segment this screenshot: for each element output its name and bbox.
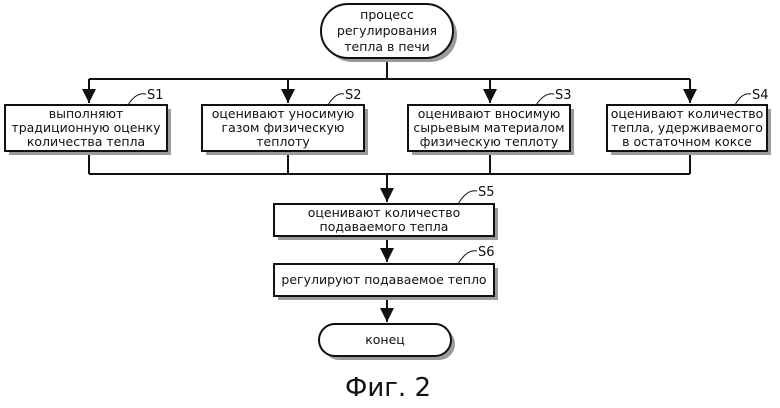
step-s2-line-2: газом физическую [222, 120, 345, 135]
step-s3-line-1: оценивают вносимую [418, 106, 560, 121]
step-s6-line-1: регулируют подаваемое тепло [281, 272, 486, 287]
step-s3-label: S3 [555, 88, 572, 103]
step-s2-line-1: оценивают уносимую [212, 106, 355, 121]
step-s5-label: S5 [478, 185, 495, 200]
step-s4-line-2: тепла, удерживаемого [611, 120, 763, 135]
step-s1-line-1: выполняют [49, 106, 124, 121]
step-s2-box: оценивают уносимую газом физическую тепл… [202, 88, 368, 155]
step-s5-line-1: оценивают количество [308, 205, 461, 220]
step-s6-label: S6 [478, 245, 495, 260]
step-s4-label: S4 [752, 88, 769, 103]
end-label: конец [365, 332, 405, 347]
start-line-3: тепла в печи [344, 39, 429, 54]
step-s4-line-1: оценивают количество [611, 106, 764, 121]
step-s1-line-2: традиционную оценку [11, 120, 161, 135]
start-line-1: процесс [360, 7, 414, 22]
step-s3-line-3: физическую теплоту [420, 134, 559, 149]
figure-caption: Фиг. 2 [345, 373, 431, 403]
step-s1-label: S1 [147, 88, 164, 103]
step-s2-label: S2 [345, 88, 362, 103]
step-s1-line-3: количества тепла [27, 134, 145, 149]
step-s2-line-3: теплоту [256, 134, 310, 149]
step-s4-line-3: в остаточном коксе [622, 134, 752, 149]
start-line-2: регулирования [337, 23, 437, 38]
step-s5-line-2: подаваемого тепла [320, 219, 449, 234]
start-terminator: процесс регулирования тепла в печи [321, 4, 457, 62]
step-s3-line-2: сырьевым материалом [413, 120, 564, 135]
end-terminator: конец [319, 324, 455, 360]
